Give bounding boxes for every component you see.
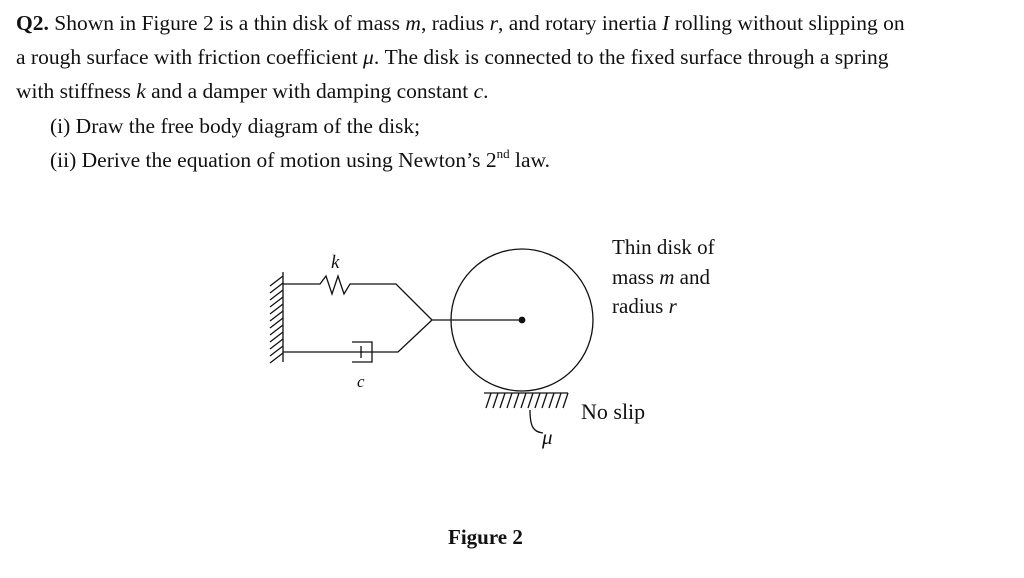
question-text-1c: , and rotary inertia [497,11,663,35]
symbol-damping: c [473,79,484,103]
friction-label: μ [541,425,553,449]
disk-label-line-3: radius r [612,294,678,318]
disk-label-line-2: mass m and [612,265,710,289]
spring-label: k [331,252,340,273]
no-slip-label: No slip [581,399,645,424]
question-line-2: a rough surface with friction coefficien… [16,45,889,70]
part-i: (i) Draw the free body diagram of the di… [50,114,421,138]
disk-label-line-1: Thin disk of [612,235,715,259]
part-ii-text-end: law. [509,148,551,172]
question-text-1a: Shown in Figure 2 is a thin disk of mass [48,11,406,35]
question-text-2b: . The disk is connected to the fixed sur… [373,45,889,69]
figure-caption: Figure 2 [448,525,523,549]
spring [283,273,433,321]
symbol-stiffness: k [136,79,146,103]
symbol-mu: μ [363,45,374,69]
part-ii-superscript: nd [496,146,510,161]
question-text-3b: and a damper with damping constant [145,79,474,103]
symbol-mass: m [405,11,421,35]
part-ii-text: (ii) Derive the equation of motion using… [50,148,497,172]
damper-label: c [357,372,365,391]
question-line-3: with stiffness k and a damper with dampi… [16,79,489,104]
question-text-3a: with stiffness [16,79,137,103]
question-text-3c: . [483,79,489,103]
question-text-1d: rolling without slipping on [669,11,905,35]
part-ii: (ii) Derive the equation of motion using… [50,146,551,173]
symbol-radius: r [489,11,498,35]
damper [283,319,433,363]
thin-disk [450,248,594,392]
friction-leader [529,409,544,434]
question-text-1b: , radius [420,11,490,35]
question-number: Q2. [16,11,49,35]
wall-hatching [269,275,284,364]
ground-hatching [485,392,569,409]
question-text-2a: a rough surface with friction coefficien… [16,45,364,69]
symbol-inertia: I [662,11,670,35]
question-line-1: Q2. Shown in Figure 2 is a thin disk of … [16,11,905,36]
disk-center-dot [518,316,526,324]
